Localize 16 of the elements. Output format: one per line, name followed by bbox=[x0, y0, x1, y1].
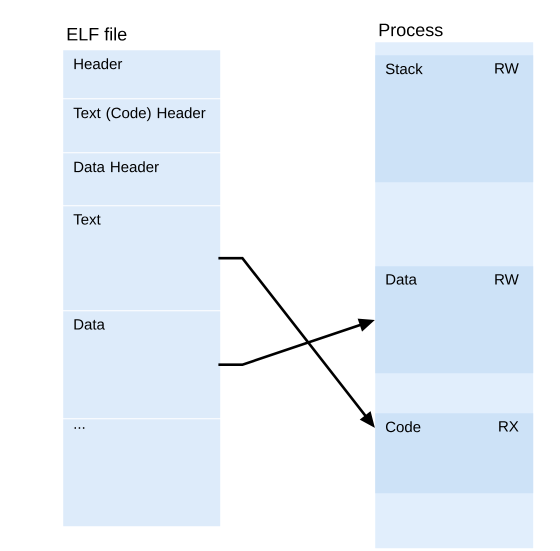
node-label: ... bbox=[74, 427, 84, 429]
memory-block: Text (Code) Header bbox=[63, 99, 220, 152]
memory-block: Code RX bbox=[375, 413, 534, 494]
memory-block: ... bbox=[63, 419, 220, 526]
node-label: Process bbox=[380, 24, 443, 36]
node-label: Text (Code) Header bbox=[74, 107, 206, 122]
node-label: Header bbox=[74, 58, 122, 70]
memory-block: Data RW bbox=[375, 266, 534, 374]
memory-block: Header bbox=[63, 50, 220, 98]
memory-block: Text bbox=[63, 206, 220, 310]
memory-block: Data Header bbox=[63, 153, 220, 206]
memory-block: Stack RW bbox=[375, 55, 534, 182]
node-label: Data bbox=[74, 319, 105, 330]
node-label: Data Header bbox=[74, 161, 159, 172]
node-label: Text bbox=[74, 214, 101, 225]
memory-block: Data bbox=[63, 311, 220, 418]
